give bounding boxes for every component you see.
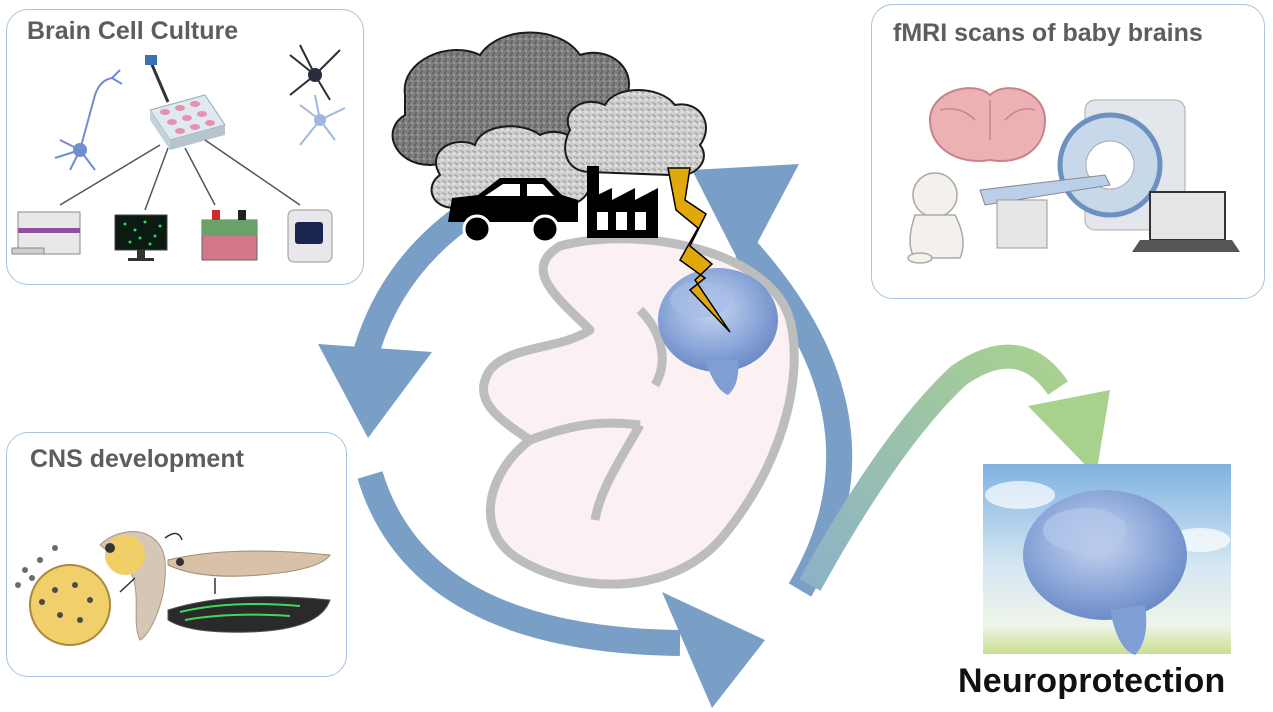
laptop-icon: [1132, 191, 1240, 252]
cycle-arrow-upper-left: [349, 201, 478, 372]
green-arrow: [799, 344, 1110, 591]
well-plate-icon: [145, 55, 226, 150]
cycle-arrow-bottom: [357, 471, 681, 656]
mri-scanner-icon: [979, 99, 1186, 249]
sequencer-icon: [287, 209, 333, 263]
neuroprotection-label: Neuroprotection: [958, 662, 1226, 700]
baby-icon: [907, 172, 964, 264]
zebrafish-fluorescent-icon: [167, 596, 331, 633]
pollution-clouds-icon: [391, 31, 707, 210]
neuron-icon-dark: [289, 44, 341, 101]
zebrafish-embryo-icon: [15, 545, 111, 646]
plate-reader-icon: [11, 211, 81, 255]
brain-cell-culture-title: Brain Cell Culture: [27, 17, 239, 45]
car-icon: [448, 178, 578, 244]
factory-icon: [587, 166, 658, 238]
zebrafish-hatching-icon: [99, 531, 166, 641]
microscope-monitor-icon: [114, 214, 168, 261]
neuron-icon: [54, 69, 123, 171]
cycle-arrowhead-bottom: [662, 592, 765, 708]
cycle-arrowhead-left: [318, 344, 432, 438]
brain-slice-icon: [928, 87, 1047, 162]
development-arrows: [119, 532, 216, 594]
gel-box-icon: [201, 210, 258, 261]
neuron-icon-light: [299, 94, 346, 146]
cns-development-title: CNS development: [30, 445, 244, 473]
neuroprotection-image: [983, 464, 1231, 655]
lightning-icon: [667, 167, 731, 333]
cycle-arrowhead-top-right: [692, 164, 799, 270]
zebrafish-larva-icon: [167, 550, 331, 577]
culture-arrows: [59, 139, 301, 211]
fmri-title: fMRI scans of baby brains: [893, 19, 1203, 47]
brain-icon: [1023, 490, 1187, 655]
